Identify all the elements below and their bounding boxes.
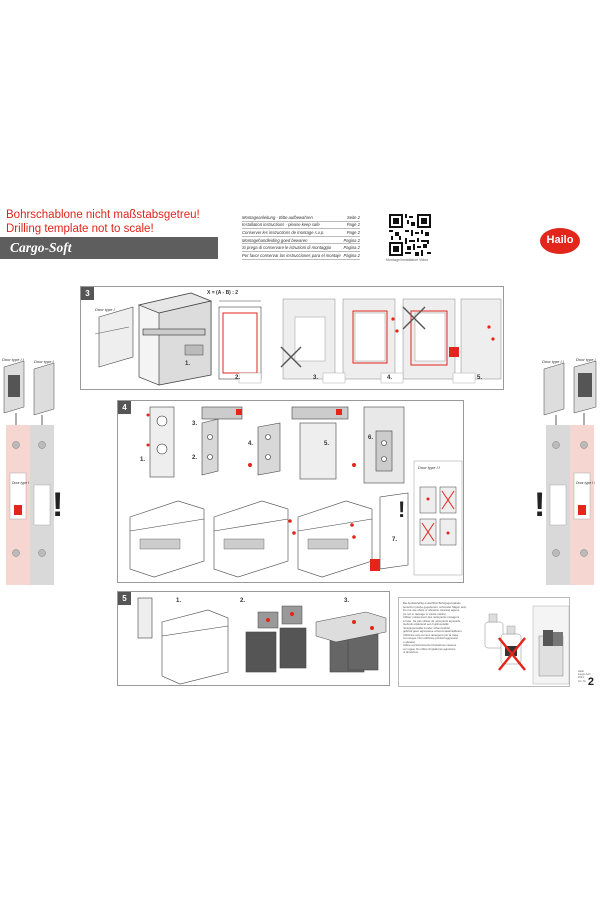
notice-line: Utiliser uniquement des nettoyants ménag… xyxy=(403,615,460,619)
qr-code-icon[interactable] xyxy=(389,214,431,256)
notice-line: con agua. No utilice limpiadores agresiv… xyxy=(403,646,456,651)
page-meta-line: Cargo-Soft xyxy=(578,673,591,677)
door-type-label: Door type I xyxy=(95,307,115,312)
language-text: Montageanleitung - Bitte aufbewahren xyxy=(242,214,313,220)
language-table: Montageanleitung - Bitte aufbewahren Seit… xyxy=(242,214,360,260)
sub-step-2: 2. xyxy=(235,375,241,381)
language-text: Si prega di conservare le istruzioni di … xyxy=(242,245,332,251)
warning-line-en: Drilling template not to scale! xyxy=(6,223,154,235)
language-text: Installation instructions - please keep … xyxy=(242,222,320,228)
language-page: Pagina 2 xyxy=(343,245,360,251)
language-text: Por favor conservar las instrucciones pa… xyxy=(242,252,341,258)
door-type-label-3: Door type I I xyxy=(576,481,596,485)
door-type-label-1: Door type I I xyxy=(2,357,24,362)
sub-step-4: 4. xyxy=(248,441,254,447)
door-type-label-2: Door type I xyxy=(34,359,54,364)
right-door-illustration xyxy=(543,360,597,585)
language-row: Por favor conservar las instrucciones pa… xyxy=(242,252,360,260)
sub-step-1: 1. xyxy=(176,598,182,604)
language-row: Conserver les instructions de montage s.… xyxy=(242,229,360,237)
language-text: Conserver les instructions de montage s.… xyxy=(242,229,325,235)
notice-line: Utilice exclusivamente limpiadores caser… xyxy=(403,643,457,647)
sub-step-7: 7. xyxy=(392,537,398,543)
sub-step-4: 4. xyxy=(387,375,393,381)
step-number: 5 xyxy=(118,592,131,605)
step-4-panel: 4 xyxy=(117,400,464,583)
left-door-illustration xyxy=(3,360,55,585)
formula-label: X = (A - B) : 2 xyxy=(207,290,239,296)
cleaning-illustration xyxy=(484,605,570,685)
language-row: Montagehandleiding goed bewaren Pagina 2 xyxy=(242,237,360,245)
step-3-panel: 3 xyxy=(80,286,504,390)
language-row: Si prega di conservare le istruzioni di … xyxy=(242,244,360,252)
exclamation-icon: ! xyxy=(534,486,546,524)
brand-name: Hailo xyxy=(546,234,574,246)
warning-line-de: Bohrschablone nicht maßstabsgetreu! xyxy=(6,209,200,221)
notice-line: con acqua. Non utilizzare prodotti aggre… xyxy=(403,636,458,640)
language-page: Página 2 xyxy=(343,252,360,258)
notice-line: Utilizzare solo comuni detergenti per la… xyxy=(403,632,458,637)
step-number: 3 xyxy=(81,287,94,300)
sub-step-2: 2. xyxy=(240,598,246,604)
sub-step-6: 6. xyxy=(368,435,374,441)
product-title: Cargo-Soft xyxy=(10,240,72,255)
exclamation-icon: ! xyxy=(52,486,64,524)
page-footer: Hailo Cargo-Soft 2021 Art.-Nr. 2 xyxy=(578,666,598,690)
sub-step-5: 5. xyxy=(324,441,330,447)
sub-step-3: 3. xyxy=(344,598,350,604)
step-number: 4 xyxy=(118,401,131,414)
sub-step-3: 3. xyxy=(313,375,319,381)
notice-line: ni abrasivos. xyxy=(403,650,419,654)
scale-warning: Bohrschablone nicht maßstabsgetreu! Dril… xyxy=(6,208,200,236)
cleaning-notice: Bei Ausbaufehlig unsachlich Bohrgegenstä… xyxy=(398,597,570,687)
notice-line: gebruik geen agressieve schoonmaakmiddel… xyxy=(403,629,463,633)
qr-label: Montage/Installation Video xyxy=(386,258,429,262)
door-type-label-1: Door type I I xyxy=(542,359,564,364)
sub-step-5: 5. xyxy=(477,375,483,381)
notice-line: Gebruik uitsluitend een huishoudelijk xyxy=(403,622,449,626)
page-number: 2 xyxy=(587,676,594,688)
notice-line: benutzen (siehe gegebenen, schneidet Säg… xyxy=(403,604,467,609)
notice-line: à l'eau. Ne pas utiliser de nettoyants a… xyxy=(403,618,461,623)
step-3-illustration xyxy=(94,292,502,386)
left-door-guide: Door type I I Door type I Door type I xyxy=(0,355,60,595)
language-row: Montageanleitung - Bitte aufbewahren Seit… xyxy=(242,214,360,222)
sub-step-2: 2. xyxy=(192,455,198,461)
step-5-illustration xyxy=(137,597,387,685)
step-4-illustration xyxy=(129,406,463,578)
page-meta-line: Hailo xyxy=(578,670,584,673)
door-type-label-3: Door type I xyxy=(12,481,30,485)
notice-line: o abrasivi. xyxy=(403,639,416,644)
language-page: Page 2 xyxy=(346,222,360,228)
step-5-panel: 5 1. 2. 3. xyxy=(117,591,390,686)
language-text: Montagehandleiding goed bewaren xyxy=(242,237,308,243)
right-door-guide: Door type I I Door type I Door type I I xyxy=(540,355,600,595)
notice-text: Bei Ausbaufehlig unsachlich Bohrgegenstä… xyxy=(403,601,481,655)
notice-line: Do not use sharp or abrasive cleaning ag… xyxy=(403,608,460,612)
language-page: Pagina 2 xyxy=(343,237,360,243)
language-page: Seite 2 xyxy=(346,214,360,220)
door-type-label-2: Door type I xyxy=(576,357,596,362)
language-page: Page 2 xyxy=(346,229,360,235)
notice-line: (to not to damage or cause marks). xyxy=(403,611,447,616)
sub-step-1: 1. xyxy=(185,361,191,367)
exclamation-icon: ! xyxy=(398,497,406,522)
page-meta: Hailo Cargo-Soft 2021 Art.-Nr. xyxy=(578,670,591,683)
hailo-logo: Hailo xyxy=(540,228,580,254)
notice-line: Bei Ausbaufehlig unsachlich Bohrgegenstä… xyxy=(403,601,461,605)
product-title-bar: Cargo-Soft xyxy=(0,237,218,259)
language-row: Installation instructions - please keep … xyxy=(242,222,360,230)
sub-step-1: 1. xyxy=(140,457,146,463)
sub-step-3: 3. xyxy=(192,421,198,427)
notice-line: reinigingsmiddel zonder scheurmiddel, xyxy=(403,625,451,630)
door-type-label: Door type I I xyxy=(418,465,440,470)
page-meta-line: 2021 xyxy=(578,676,584,680)
page-meta-line: Art.-Nr. xyxy=(578,679,587,683)
